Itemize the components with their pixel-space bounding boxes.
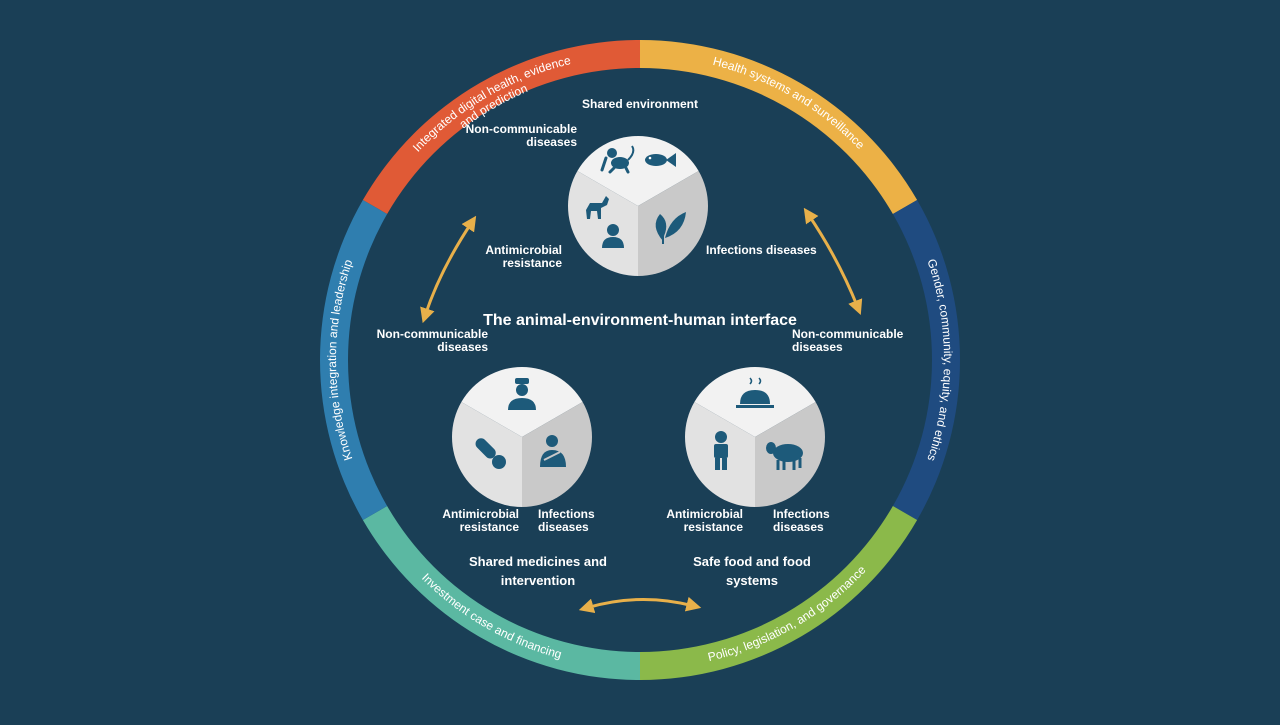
arrow-left xyxy=(420,215,477,324)
shared-environment-ball xyxy=(568,136,708,276)
leaf-icon xyxy=(655,212,686,244)
sheep-icon xyxy=(766,442,803,470)
ball-face-left xyxy=(568,171,638,276)
cluster-title-shared-environment: Shared environment xyxy=(582,97,698,111)
person-icon xyxy=(602,224,624,248)
outer-ring xyxy=(320,40,960,680)
monkey-icon xyxy=(600,145,635,174)
segment-knowledge xyxy=(320,200,388,520)
pills-icon xyxy=(475,438,506,469)
segment-health-systems xyxy=(640,40,918,214)
fish-icon xyxy=(645,153,676,167)
injured-patient-icon xyxy=(540,435,566,467)
segment-investment xyxy=(362,506,640,680)
protective-suit-worker-icon xyxy=(714,431,728,470)
doctor-icon xyxy=(508,378,536,410)
dog-icon xyxy=(586,196,609,219)
segment-gender-equity xyxy=(892,200,960,520)
segment-digital-health xyxy=(362,40,640,214)
label-infections-top: Infections diseases xyxy=(706,243,817,257)
arrow-right xyxy=(803,207,863,315)
segment-policy xyxy=(640,506,918,680)
safe-food-ball xyxy=(685,367,825,507)
diagram-title: The animal-environment-human interface xyxy=(483,312,797,329)
shared-medicines-ball xyxy=(451,367,592,507)
arrow-bottom xyxy=(578,596,702,614)
food-cloche-icon xyxy=(736,377,774,408)
